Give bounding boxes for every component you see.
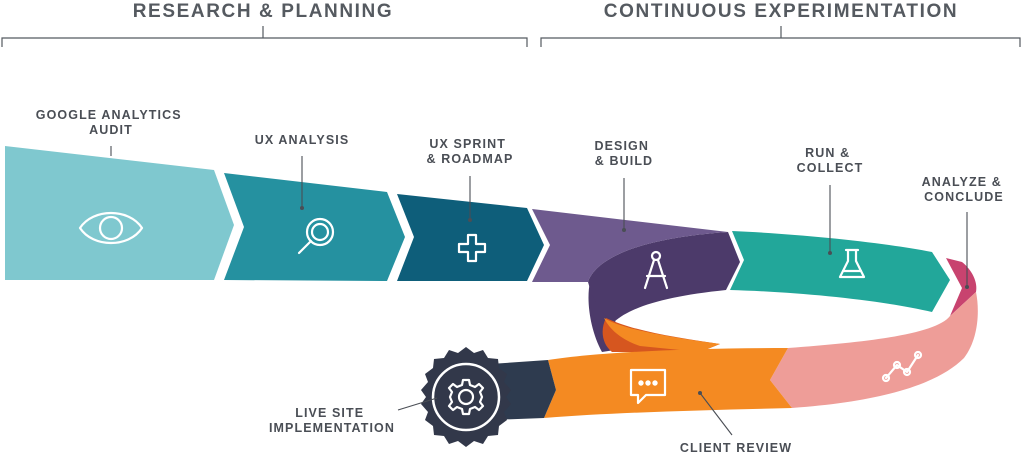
- leader-dot-ux-analysis: [300, 206, 304, 210]
- leader-dot-run-collect: [828, 251, 832, 255]
- leader-live-site: [397, 397, 438, 411]
- label-design-build: DESIGN & BUILD: [594, 139, 653, 168]
- gear-badge: [421, 347, 511, 447]
- client-review-segment: [544, 348, 792, 418]
- run-collect-segment: [730, 231, 950, 312]
- magnifier-icon: [297, 217, 335, 255]
- gear-icon: [447, 378, 485, 416]
- label-client-review: CLIENT REVIEW: [680, 441, 792, 454]
- analyze-conclude-segment: [770, 292, 978, 408]
- eye-icon: [78, 211, 144, 245]
- label-ux-analysis: UX ANALYSIS: [255, 133, 350, 147]
- label-live-site: LIVE SITE IMPLEMENTATION: [269, 406, 395, 435]
- ux-sprint-segment: [397, 194, 544, 281]
- leader-dot-analyze-conclude: [965, 285, 969, 289]
- compass-icon: [643, 250, 669, 290]
- plus-icon: [457, 233, 487, 263]
- design-build-segment: [532, 209, 728, 282]
- phase-bracket-experimentation: [540, 26, 1021, 47]
- chat-bubble-icon: [629, 368, 667, 405]
- leader-dot-ux-sprint: [468, 218, 472, 222]
- analyze-conclude-edge: [946, 258, 977, 316]
- chart-line-icon: [881, 350, 923, 383]
- phase-header-research: RESEARCH & PLANNING: [133, 1, 394, 22]
- phase-bracket-research: [1, 26, 528, 47]
- leader-dot-client-review: [698, 391, 702, 395]
- client-review-lip: [604, 318, 720, 352]
- label-ga-audit: GOOGLE ANALYTICS AUDIT: [36, 108, 186, 137]
- label-analyze-conclude: ANALYZE & CONCLUDE: [922, 175, 1007, 204]
- phase-header-experimentation: CONTINUOUS EXPERIMENTATION: [604, 1, 958, 22]
- flask-icon: [838, 248, 866, 279]
- label-ux-sprint: UX SPRINT & ROADMAP: [427, 137, 514, 166]
- leader-client-review: [699, 392, 733, 436]
- leader-dot-design-build: [622, 228, 626, 232]
- label-run-collect: RUN & COLLECT: [797, 146, 864, 175]
